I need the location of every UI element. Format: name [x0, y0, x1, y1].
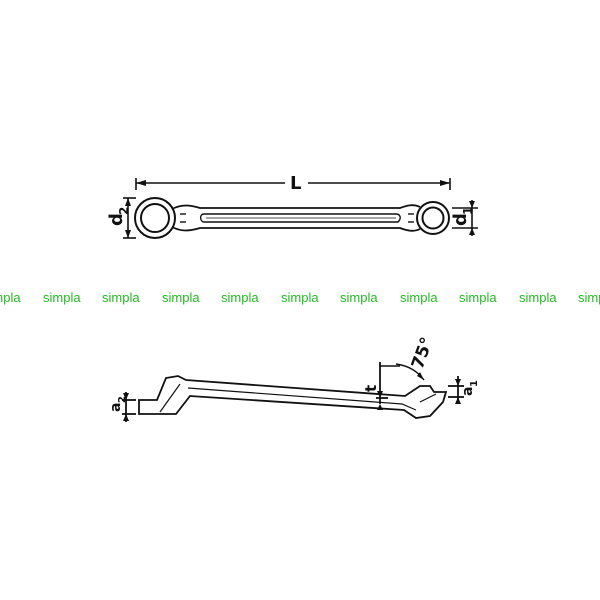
d2-subscript: 2: [117, 207, 131, 215]
d1-label: d 1: [450, 207, 475, 226]
t-letter: t: [362, 385, 380, 392]
top-view: [123, 178, 478, 239]
a1-letter: a: [460, 387, 476, 396]
watermark-text: simpla: [519, 290, 557, 305]
wrench-side-outline: [138, 375, 448, 419]
angle-label: 75°: [408, 335, 438, 372]
side-view: [122, 362, 464, 422]
watermark-text: simpla: [0, 290, 21, 305]
d1-subscript: 1: [461, 207, 475, 215]
watermark-text: simpla: [281, 290, 319, 305]
watermark-text: simpla: [221, 290, 259, 305]
a2-label: a 2: [108, 396, 128, 412]
a1-dimension: [448, 376, 464, 404]
watermark-text: simpla: [578, 290, 600, 305]
wrench-top-outline: [134, 197, 450, 239]
watermark-text: simpla: [102, 290, 140, 305]
watermark-text: simpla: [340, 290, 378, 305]
watermark-text: simpla: [400, 290, 438, 305]
watermark-text: simpla: [162, 290, 200, 305]
a2-letter: a: [108, 403, 124, 412]
length-label: L: [290, 173, 301, 194]
d2-dimension: [123, 197, 136, 239]
watermark-row: simpla simpla simpla simpla simpla simpl…: [0, 290, 600, 310]
a2-subscript: 2: [117, 396, 128, 403]
t-label: t: [362, 385, 380, 392]
a1-label: a 1: [460, 380, 480, 396]
d1-letter: d: [450, 213, 471, 226]
a2-dimension: [122, 392, 136, 422]
watermark-text: simpla: [459, 290, 497, 305]
d1-dimension: [452, 200, 478, 236]
angle-dimension: [380, 363, 425, 381]
length-dimension: [135, 178, 451, 190]
t-dimension: [376, 362, 388, 410]
watermark-text: simpla: [43, 290, 81, 305]
d2-letter: d: [106, 213, 127, 226]
a1-subscript: 1: [469, 380, 480, 387]
d2-label: d 2: [106, 207, 131, 226]
angle-text: 75°: [408, 335, 438, 372]
